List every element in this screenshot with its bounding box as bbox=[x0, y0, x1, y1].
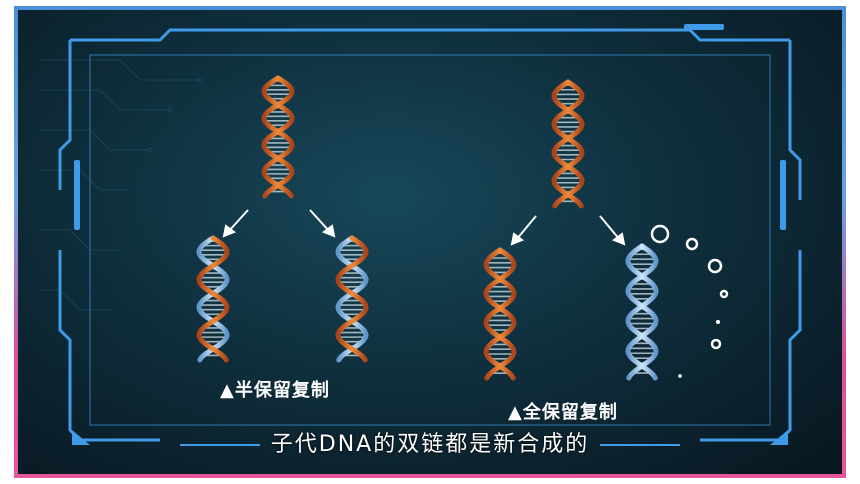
subtitle: 子代DNA的双链都是新合成的 bbox=[270, 432, 590, 457]
semi-conservative-label: ▲半保留复制 bbox=[220, 380, 330, 401]
dna-helix-icon bbox=[196, 235, 230, 363]
arrow-icon bbox=[222, 209, 626, 246]
circuit-lines bbox=[40, 59, 203, 311]
hud-side-bars bbox=[72, 24, 788, 445]
conservative-label: ▲全保留复制 bbox=[508, 402, 618, 423]
dna-helix-icon bbox=[335, 235, 369, 363]
gradient-border bbox=[14, 6, 846, 478]
hud-frame bbox=[58, 28, 802, 446]
dna-helix-icon bbox=[551, 79, 585, 209]
dna-helix-icon bbox=[261, 75, 295, 199]
dna-helix-icon bbox=[625, 243, 659, 381]
bubble-icon bbox=[650, 224, 729, 350]
dna-helix-icon bbox=[483, 247, 517, 381]
